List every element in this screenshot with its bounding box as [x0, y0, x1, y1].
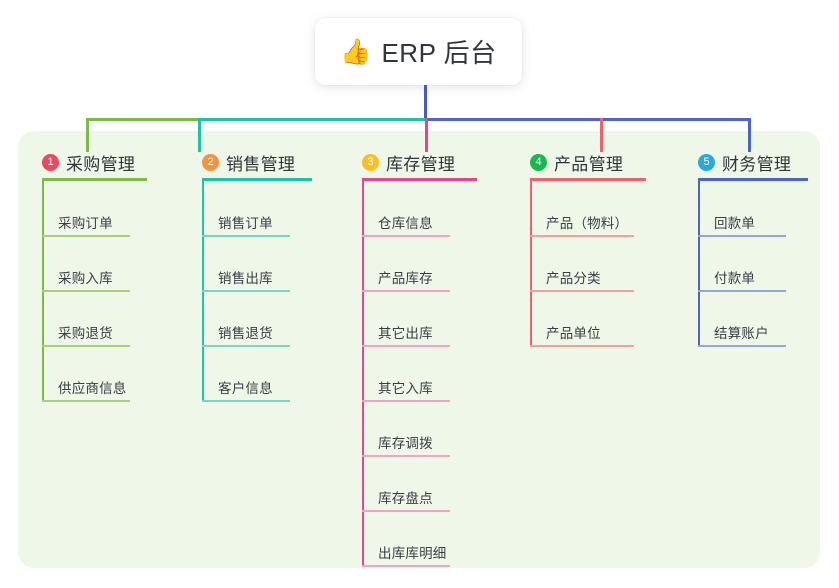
leaf-item-rule [530, 345, 634, 347]
leaf-item-rule [202, 400, 290, 402]
leaf-item-rule [362, 400, 450, 402]
leaf-item-rule [42, 290, 130, 292]
column-header-rule-5 [698, 178, 808, 181]
leaf-item-label[interactable]: 库存盘点 [378, 491, 433, 506]
leaf-item-rule [362, 235, 450, 237]
leaf-item-label[interactable]: 仓库信息 [378, 216, 433, 231]
leaf-item-rule [530, 290, 634, 292]
connector-drop-4 [600, 118, 603, 152]
leaf-item-label[interactable]: 出库库明细 [378, 546, 447, 561]
leaf-item-rule [42, 400, 130, 402]
column-title-3: 库存管理 [386, 155, 456, 174]
leaf-item-label[interactable]: 供应商信息 [58, 381, 127, 396]
leaf-item-rule [698, 235, 786, 237]
column-spine-3 [362, 181, 364, 565]
leaf-item-label[interactable]: 库存调拨 [378, 436, 433, 451]
leaf-item-rule [698, 345, 786, 347]
leaf-item-label[interactable]: 采购订单 [58, 216, 113, 231]
leaf-item-label[interactable]: 采购入库 [58, 271, 113, 286]
connector-drop-3 [425, 118, 428, 152]
thumbs-up-icon: 👍 [340, 37, 372, 66]
connector-drop-2 [198, 118, 201, 152]
leaf-item-label[interactable]: 采购退货 [58, 326, 113, 341]
leaf-item-label[interactable]: 其它出库 [378, 326, 433, 341]
leaf-item-rule [202, 345, 290, 347]
connector-bar-segment-2 [198, 118, 425, 121]
column-header-2[interactable]: 2 销售管理 [202, 150, 295, 175]
leaf-item-rule [202, 290, 290, 292]
column-badge-1: 1 [42, 154, 59, 171]
column-title-1: 采购管理 [66, 155, 136, 174]
connector-drop-5 [748, 118, 751, 152]
root-node-label: ERP 后台 [381, 38, 497, 68]
column-header-rule-4 [530, 178, 646, 181]
content-panel [18, 131, 820, 568]
connector-root-stem [424, 85, 427, 121]
column-badge-2: 2 [202, 154, 219, 171]
leaf-item-label[interactable]: 产品单位 [546, 326, 601, 341]
leaf-item-label[interactable]: 产品库存 [378, 271, 433, 286]
leaf-item-rule [530, 235, 634, 237]
leaf-item-rule [362, 565, 450, 567]
column-header-rule-2 [202, 178, 312, 181]
leaf-item-label[interactable]: 销售退货 [218, 326, 273, 341]
column-header-4[interactable]: 4 产品管理 [530, 150, 623, 175]
column-header-1[interactable]: 1 采购管理 [42, 150, 135, 175]
leaf-item-rule [362, 290, 450, 292]
root-node-erp-backend[interactable]: 👍 ERP 后台 [315, 18, 522, 85]
leaf-item-rule [202, 235, 290, 237]
column-badge-3: 3 [362, 154, 379, 171]
leaf-item-label[interactable]: 付款单 [714, 271, 756, 286]
leaf-item-rule [362, 510, 450, 512]
leaf-item-rule [362, 455, 450, 457]
leaf-item-label[interactable]: 销售出库 [218, 271, 273, 286]
column-spine-4 [530, 181, 532, 345]
leaf-item-label[interactable]: 回款单 [714, 216, 756, 231]
column-badge-4: 4 [530, 154, 547, 171]
connector-bar-segment-1 [86, 118, 198, 121]
column-badge-5: 5 [698, 154, 715, 171]
leaf-item-label[interactable]: 产品分类 [546, 271, 601, 286]
column-spine-5 [698, 181, 700, 345]
leaf-item-rule [698, 290, 786, 292]
leaf-item-label[interactable]: 其它入库 [378, 381, 433, 396]
column-header-3[interactable]: 3 库存管理 [362, 150, 455, 175]
column-title-5: 财务管理 [722, 155, 792, 174]
leaf-item-label[interactable]: 产品（物料） [546, 216, 629, 231]
leaf-item-label[interactable]: 客户信息 [218, 381, 273, 396]
column-title-4: 产品管理 [554, 155, 624, 174]
connector-bar-segment-3 [425, 118, 749, 121]
leaf-item-rule [42, 235, 130, 237]
connector-drop-1 [86, 118, 89, 152]
leaf-item-label[interactable]: 结算账户 [714, 326, 769, 341]
column-header-rule-1 [42, 178, 147, 181]
column-title-2: 销售管理 [226, 155, 296, 174]
leaf-item-label[interactable]: 销售订单 [218, 216, 273, 231]
column-header-5[interactable]: 5 财务管理 [698, 150, 791, 175]
column-header-rule-3 [362, 178, 477, 181]
leaf-item-rule [42, 345, 130, 347]
leaf-item-rule [362, 345, 450, 347]
